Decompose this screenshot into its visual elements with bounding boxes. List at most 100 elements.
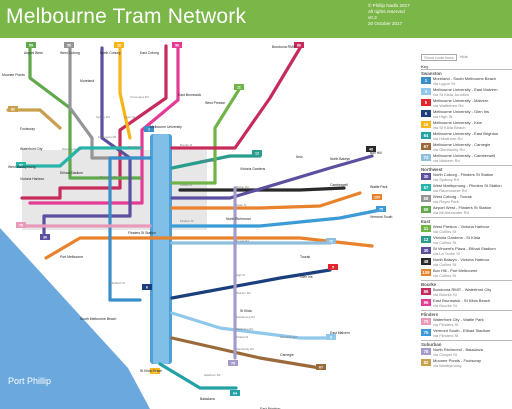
route-number-tag[interactable] [326,238,336,244]
legend-route-dest: West Maribyrnong - Flinders St Station [433,183,502,188]
route-number-tag[interactable] [150,368,160,374]
route-number-tag[interactable] [316,364,326,370]
station-label[interactable]: North Coburg [100,51,120,55]
station-label[interactable]: Footscray [20,127,35,131]
route-number-tag[interactable] [328,264,338,270]
station-label[interactable]: Moonee Ponds [2,73,25,77]
legend-route-dest: Airport West - Flinders St Station [433,205,492,210]
route-number-tag[interactable] [144,126,154,132]
station-label[interactable]: Carnegie [280,353,294,357]
street-label: Elizabeth St [110,281,125,285]
station-label[interactable]: North Richmond [226,217,251,221]
station-label[interactable]: Kew [296,155,303,159]
route-number-tag[interactable] [228,360,238,366]
street-label: Toorak Rd [236,239,249,243]
route-number-tag[interactable] [366,146,376,152]
station-label[interactable]: West Maribyrnong [8,165,36,169]
station-label[interactable]: Bundoora RMIT [272,45,296,49]
station-label[interactable]: West Preston [205,101,225,105]
hide-toggle[interactable]: Hide [459,54,468,59]
station-label[interactable]: East Coburg [140,51,159,55]
station-label[interactable]: Box Hill [370,151,382,155]
route-number-tag[interactable] [114,42,124,48]
station-label[interactable]: Wattle Park [370,185,388,189]
legend-route-via: via Bourke St [433,291,457,297]
street-label: Racecourse Rd [62,147,82,151]
station-label[interactable]: East Brunswick [178,93,201,97]
station-label[interactable]: Etihad Stadium [60,171,83,175]
station-label[interactable]: Camberwell [330,183,348,187]
legend-route-number: 86 [421,288,431,295]
route-number-tag[interactable] [252,150,262,156]
legend-route-number: 3 [421,88,431,95]
show-lines-toggle[interactable]: Show route lines [421,54,457,61]
legend-route-via: via St Kilda Beach [433,124,466,130]
route-number-tag[interactable] [142,284,152,290]
route-number-tag[interactable] [16,222,26,228]
credit-line: 20 October 2017 [368,21,403,26]
route-number-tag[interactable] [8,106,18,112]
station-label[interactable]: St Kilda [240,309,252,313]
station-label[interactable]: North Balwyn [330,157,350,161]
legend-route-via: via Collins St [433,272,457,278]
station-label[interactable]: Port Melbourne [60,255,83,259]
legend-route-dest: West Preston - Victoria Harbour [433,224,490,229]
station-label[interactable]: West Coburg [60,51,80,55]
legend-route-number: 82 [421,359,431,366]
station-label[interactable]: Victoria Gardens [240,167,265,171]
route-number-tag[interactable] [16,162,26,168]
route-number-tag[interactable] [294,42,304,48]
route-number-tag[interactable] [376,206,386,212]
station-label[interactable]: South Melbourne Beach [80,317,116,321]
station-label[interactable]: Victoria Harbour [20,177,45,181]
route-number-tag[interactable] [372,194,382,200]
station-label[interactable]: Toorak [300,255,310,259]
route-number-tag[interactable] [234,84,244,90]
route-number-tag[interactable] [64,42,74,48]
station-label[interactable]: Glen Iris [300,275,313,279]
route-number-tag[interactable] [230,390,240,396]
station-label[interactable]: Balaclava [200,397,215,401]
route-number-tag[interactable] [172,42,182,48]
station-label[interactable]: East Brighton [260,407,280,409]
station-label[interactable]: Airport West [24,51,43,55]
station-label[interactable]: Moreland [80,79,94,83]
station-label[interactable]: Melbourne University [150,125,182,129]
station-label[interactable]: Vermont South [370,215,393,219]
route-number-tag[interactable] [40,234,50,240]
station-label[interactable]: Flinders St Station [128,231,156,235]
route-number-tag[interactable] [326,334,336,340]
route-number-text: 82 [11,108,15,112]
station-label[interactable]: St Kilda Beach [140,369,162,373]
station-label[interactable]: Waterfront City [20,147,43,151]
station-label[interactable]: East Malvern [330,331,350,335]
route-number-tag[interactable] [26,42,36,48]
